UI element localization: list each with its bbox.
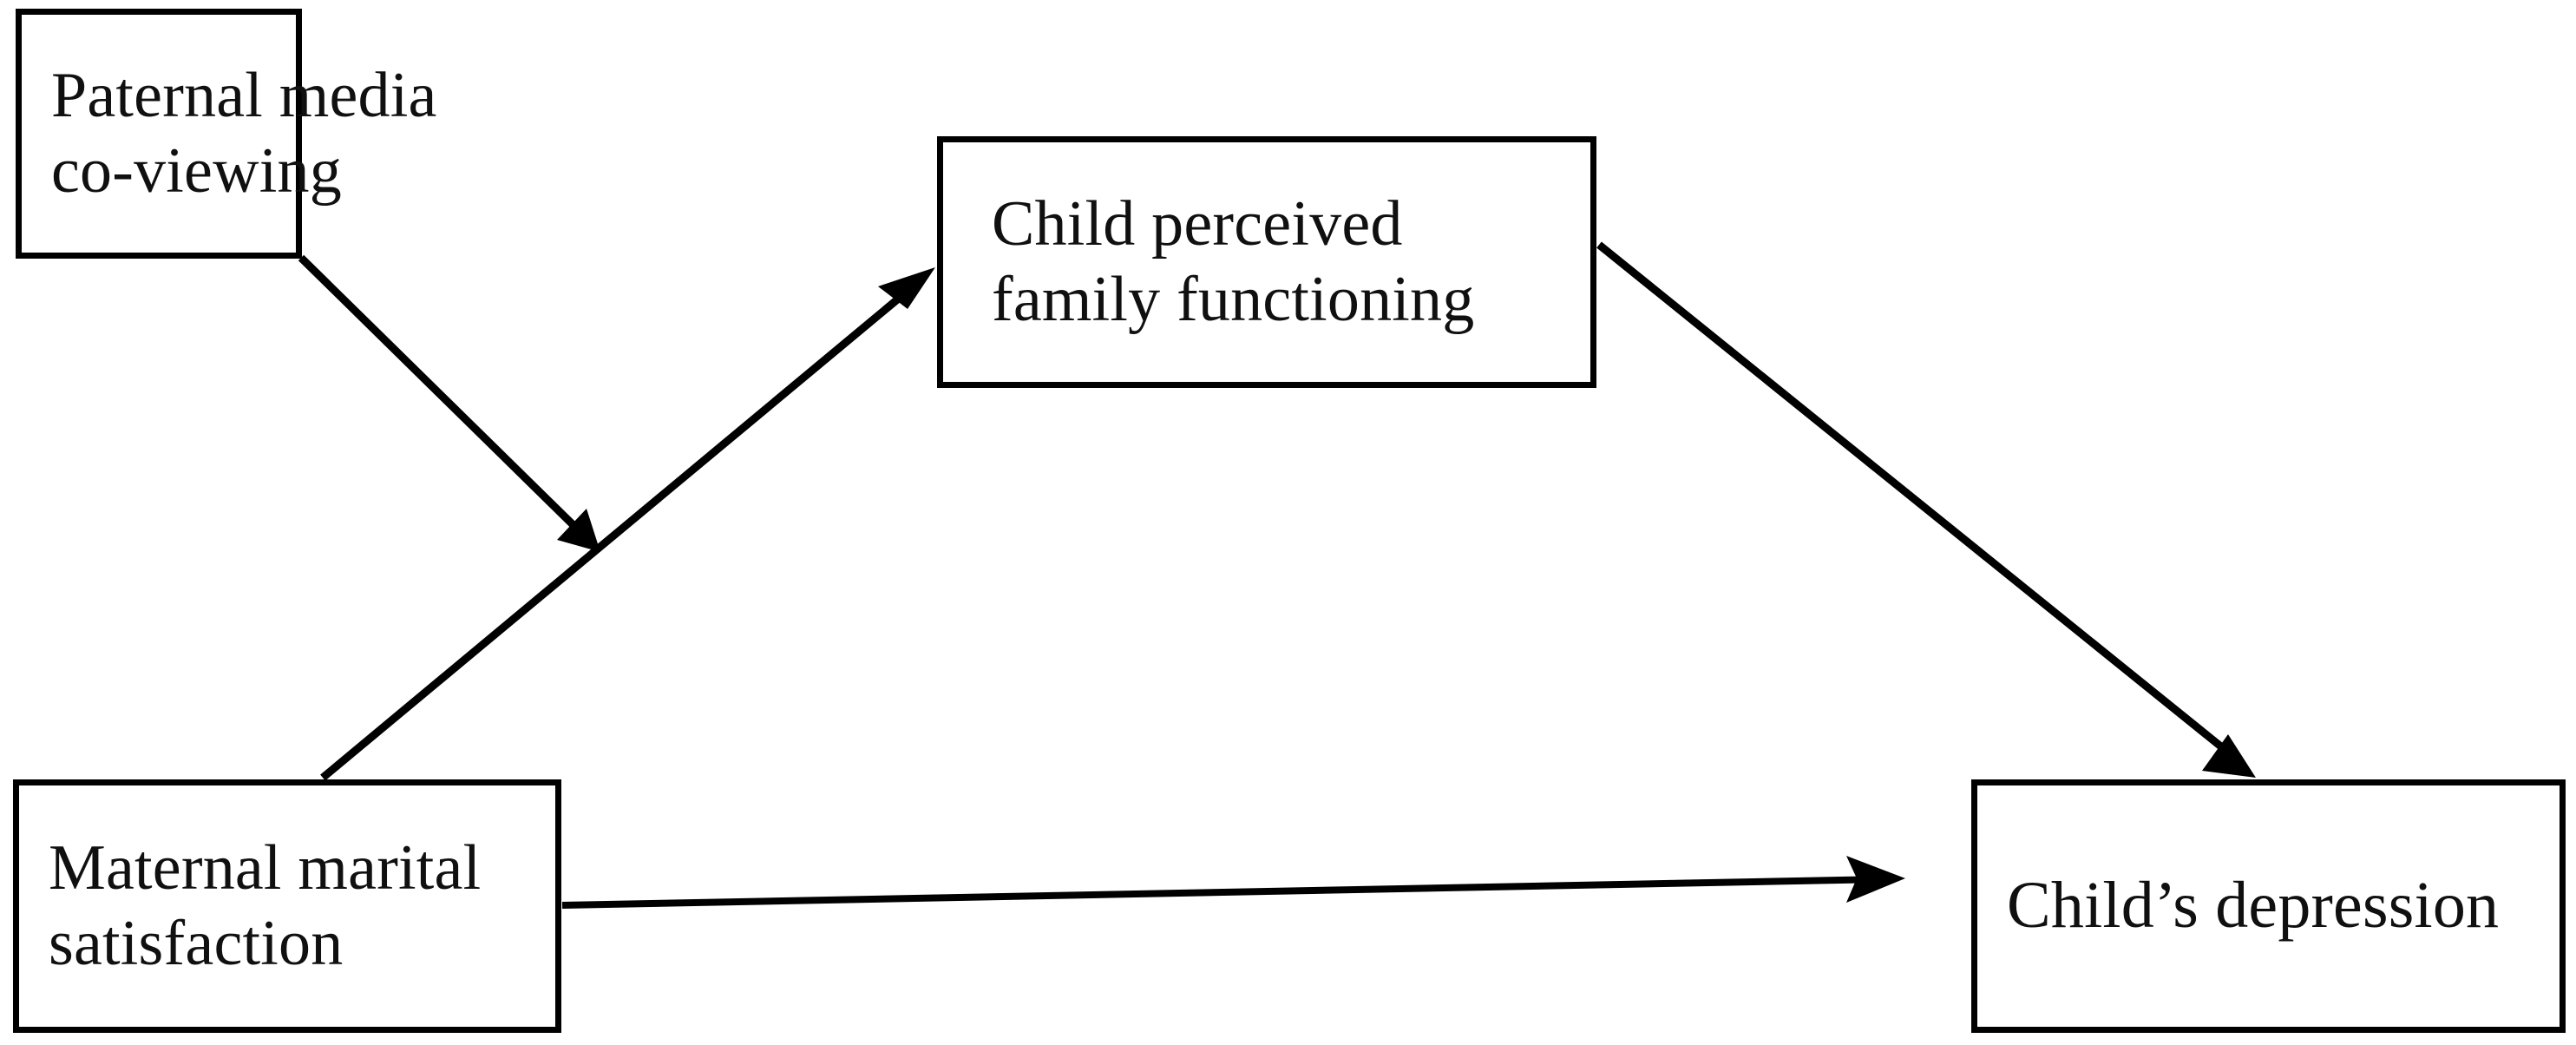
node-child-perceived-family-functioning[interactable]: Child perceived family functioning (937, 136, 1596, 388)
node-label-line-1: Child’s depression (2007, 869, 2500, 943)
edge-maternal-to-depression (561, 856, 1905, 909)
node-label-line-2: satisfaction (49, 908, 344, 979)
edge-maternal-to-family (320, 267, 935, 781)
node-paternal-media-co-viewing[interactable]: Paternal media co-viewing (16, 9, 436, 259)
node-label-line-1: Child perceived (992, 187, 1403, 260)
node-label-line-1: Paternal media (51, 59, 437, 131)
node-maternal-marital-satisfaction[interactable]: Maternal marital satisfaction (13, 779, 561, 1033)
node-childs-depression[interactable]: Child’s depression (1971, 779, 2566, 1033)
edge-paternal-to-path (298, 254, 600, 552)
node-label-line-1: Maternal marital (49, 831, 482, 904)
node-label-line-2: family functioning (992, 264, 1475, 335)
edge-family-to-depression (1596, 241, 2256, 778)
node-label-line-2: co-viewing (51, 135, 342, 207)
